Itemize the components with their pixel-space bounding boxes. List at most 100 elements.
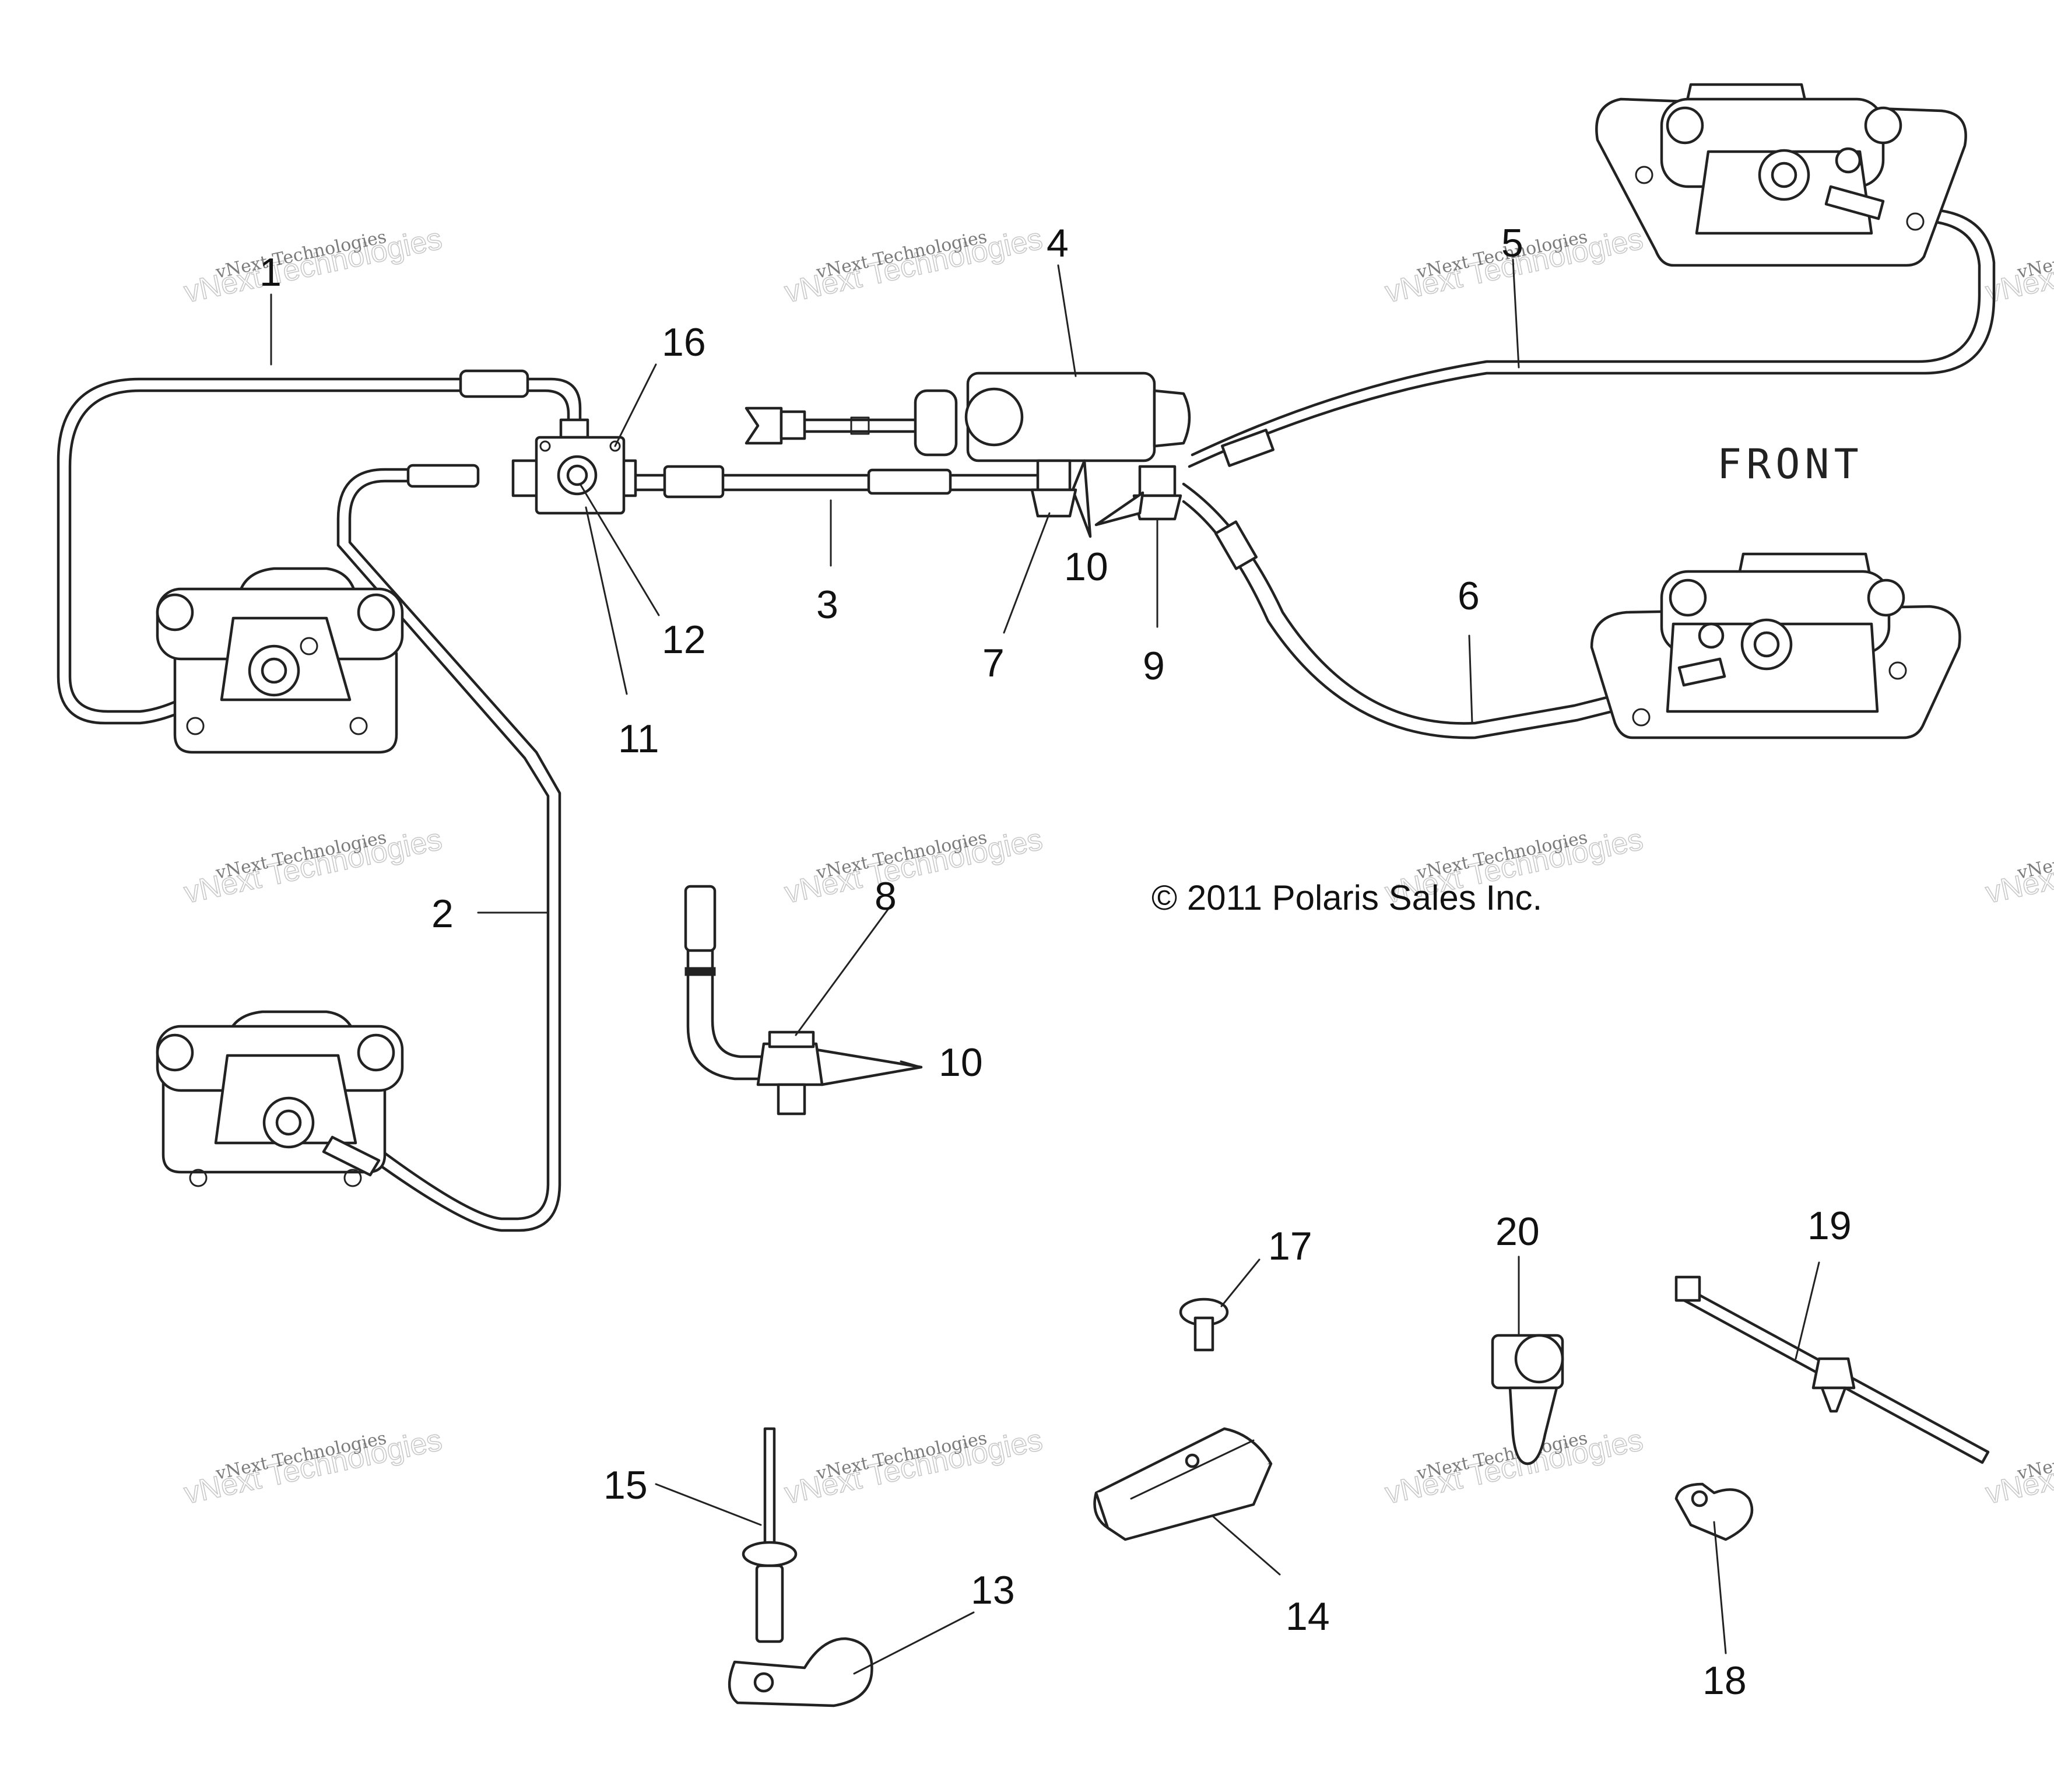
part-label-20: 20 (1495, 1209, 1540, 1254)
svg-text:vNext Technologies: vNext Technologies (2015, 1428, 2054, 1484)
p-clamp-18 (1674, 1482, 1754, 1541)
clip-ring (1514, 1334, 1564, 1384)
leader-14 (1212, 1515, 1281, 1576)
cable-tie-19 (1674, 1275, 1990, 1464)
part-label-19: 19 (1807, 1204, 1852, 1248)
part-labels: 1 2 3 4 5 6 7 8 9 10 10 11 12 13 14 15 1… (259, 221, 1852, 1703)
leader-4 (1057, 264, 1077, 377)
part-label-7: 7 (982, 641, 1005, 685)
watermark: vNext Technologies vNext Technologies (1982, 822, 2054, 911)
splitter-bolt-inner (566, 464, 588, 486)
watermark: vNext Technologies vNext Technologies (781, 822, 1046, 911)
svg-text:vNext Technologies: vNext Technologies (2015, 227, 2054, 283)
caliper-pin (156, 1033, 194, 1072)
mount-tab (1071, 459, 1092, 538)
caliper-pin (1867, 578, 1905, 617)
clip-fold (1094, 1463, 1273, 1541)
rivet-15 (742, 1427, 798, 1643)
leader-10b (900, 1060, 922, 1068)
leader-18 (1713, 1521, 1727, 1654)
part-label-2: 2 (431, 892, 454, 936)
part-label-17: 17 (1268, 1224, 1312, 1268)
part-label-10: 10 (1064, 545, 1108, 589)
leader-7 (1003, 512, 1051, 634)
leader-16 (614, 363, 657, 447)
clevis (745, 406, 783, 445)
caliper-banjo-inner (275, 1109, 302, 1136)
rivet-mandrel (763, 1427, 776, 1547)
screw-shank (1193, 1316, 1214, 1352)
part-label-6: 6 (1458, 574, 1480, 618)
cylinder-end (1153, 389, 1191, 448)
push-clip-20 (1491, 1334, 1564, 1465)
rod-marker (850, 416, 870, 435)
leader-17 (1220, 1258, 1261, 1307)
watermark: vNext Technologies vNext Technologies (181, 1423, 445, 1512)
watermark: vNext Technologies vNext Technologies (781, 222, 1046, 310)
clip-stem (1508, 1386, 1558, 1465)
clamp-hole (753, 1672, 774, 1693)
leader-19 (1795, 1261, 1820, 1360)
caliper-banjo-inner (261, 657, 287, 684)
leader-13 (853, 1611, 975, 1675)
leader-lines (270, 258, 1820, 1675)
fitting-7 (1036, 459, 1072, 492)
brake-lines (57, 202, 1996, 1232)
svg-text:vNext Technologies: vNext Technologies (2015, 827, 2054, 883)
brake-line-6-fitting (1214, 520, 1258, 570)
part-label-1: 1 (259, 250, 282, 294)
brake-line-1 (57, 377, 582, 725)
leader-8 (795, 903, 893, 1036)
fitting-9-tab (1094, 491, 1144, 527)
clamp-body (728, 1637, 873, 1707)
caliper-bleed (300, 637, 318, 655)
caliper-hole (343, 1169, 362, 1187)
brake-line-1-nut (559, 418, 589, 439)
brake-line-2-inner (336, 468, 550, 1221)
part-label-5: 5 (1501, 221, 1523, 265)
screw-17 (1179, 1297, 1229, 1352)
clip-14 (1093, 1427, 1273, 1541)
caliper-hole (186, 717, 205, 735)
part-label-11: 11 (618, 717, 659, 761)
detail-hose-collar (684, 967, 716, 976)
clevis-pin (780, 410, 806, 440)
caliper-hose-fitting (1677, 657, 1726, 687)
caliper-upper-rear (156, 567, 404, 754)
tie-head (1674, 1275, 1701, 1302)
caliper-lower-rear (156, 1010, 404, 1187)
caliper-pin (1864, 106, 1902, 145)
clip-rib (1130, 1439, 1255, 1500)
brake-line-3-end (867, 468, 952, 495)
caliper-hose-fitting (1824, 185, 1885, 220)
fitting-9 (1138, 465, 1177, 497)
tie-clip-post (1820, 1386, 1847, 1413)
brake-line-2 (348, 479, 561, 1232)
part-label-12: 12 (662, 618, 706, 662)
caliper-hole (1888, 661, 1907, 680)
tie-clip (1811, 1357, 1856, 1390)
boot (914, 389, 958, 457)
caliper-bleed (1698, 622, 1725, 649)
caliper-pin (156, 593, 194, 632)
caliper-hose-fitting (322, 1135, 381, 1177)
caliper-pin (357, 593, 395, 632)
brake-splitter-block (511, 436, 637, 515)
part-label-18: 18 (1702, 1658, 1747, 1703)
brake-line-3-fitting (663, 465, 725, 499)
caliper-hole (1906, 212, 1925, 231)
clip-hole (1185, 1453, 1200, 1468)
brake-line-1-fitting (459, 369, 529, 398)
clamp-hole (1691, 1490, 1708, 1507)
detail-nut-top (768, 1030, 815, 1048)
part-label-14: 14 (1286, 1594, 1330, 1639)
caliper-hole (1632, 708, 1651, 727)
rivet-head (742, 1541, 798, 1567)
leader-5 (1512, 258, 1520, 369)
leader-11 (585, 506, 628, 695)
caliper-hole (189, 1169, 208, 1187)
caliper-banjo-inner (1771, 162, 1797, 188)
brake-line-5 (1188, 202, 1996, 468)
fitting-7-nut (1030, 488, 1077, 518)
